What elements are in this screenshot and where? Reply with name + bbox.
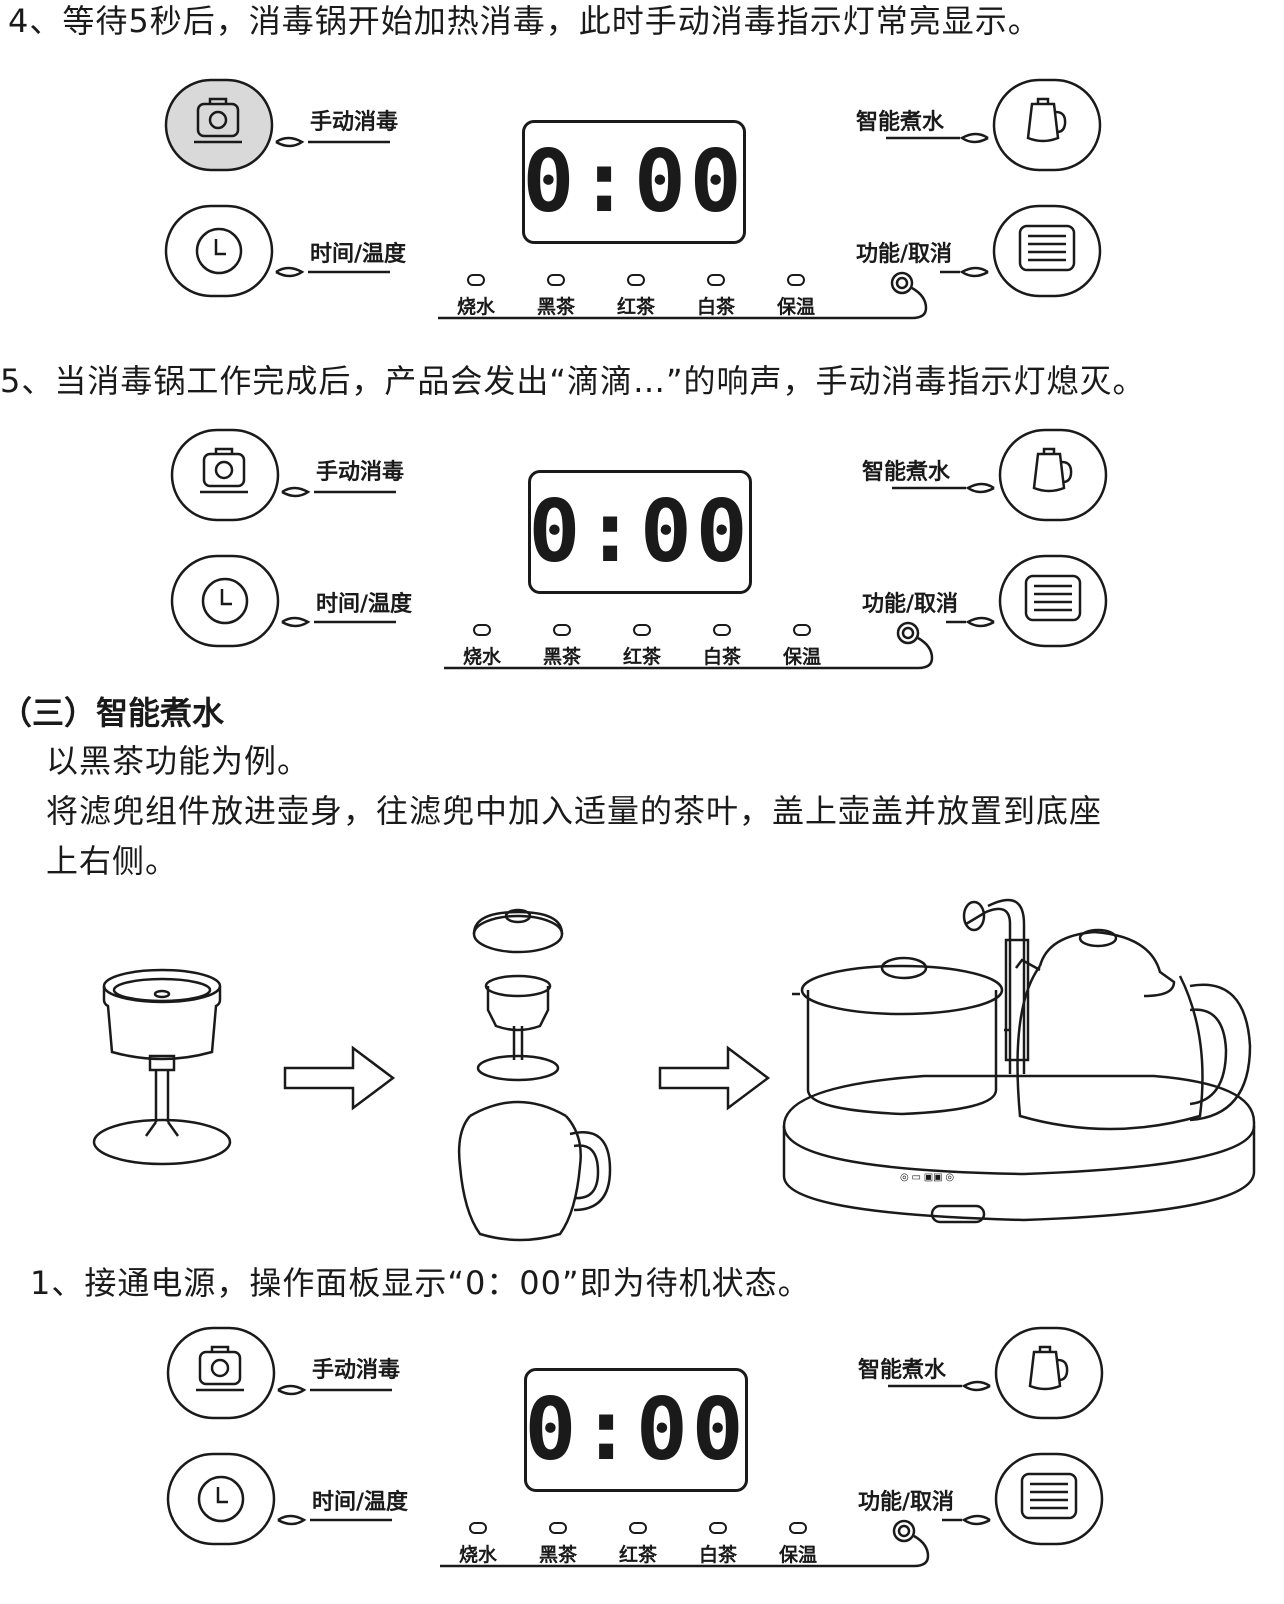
- para-instruction-cont: 上右侧。: [46, 842, 179, 880]
- para-example: 以黑茶功能为例。: [46, 742, 311, 780]
- mode-led: [789, 1522, 807, 1534]
- mode-led: [793, 624, 811, 636]
- func-cancel-label: 功能/取消: [862, 592, 959, 617]
- boil-label: 智能煮水: [856, 110, 945, 135]
- mode-black-tea: 黑茶: [532, 624, 592, 669]
- mode-led: [633, 624, 651, 636]
- disinfect-label: 手动消毒: [312, 1358, 401, 1383]
- mode-led: [629, 1522, 647, 1534]
- mode-led: [469, 1522, 487, 1534]
- func-cancel-label: 功能/取消: [858, 1490, 955, 1515]
- mode-white-tea: 白茶: [692, 624, 752, 669]
- appliance-base: ◎ ▭ ▣▣ ◎: [782, 898, 1256, 1224]
- arrow-right-icon: [658, 1045, 771, 1111]
- arrow-right-icon: [283, 1045, 396, 1111]
- mode-led: [713, 624, 731, 636]
- mode-white-tea: 白茶: [688, 1522, 748, 1567]
- mode-white-tea: 白茶: [686, 274, 746, 319]
- func-cancel-label: 功能/取消: [856, 242, 953, 267]
- control-panel-2: 手动消毒 时间/温度 智能煮水 功能/取消 0:00 烧水 黑茶 红茶 白茶 保…: [166, 426, 1126, 686]
- time-temp-label: 时间/温度: [316, 592, 413, 617]
- control-panel-3: 手动消毒 时间/温度 智能煮水 功能/取消 0:00 烧水 黑茶 红茶 白茶 保…: [162, 1324, 1122, 1584]
- mode-led: [549, 1522, 567, 1534]
- time-display: 0:00: [528, 470, 752, 594]
- func-cancel-button: [992, 204, 1102, 298]
- step5-text: 5、当消毒锅工作完成后，产品会发出“滴滴…”的响声，手动消毒指示灯熄灭。: [0, 362, 1146, 400]
- mode-red-tea: 红茶: [606, 274, 666, 319]
- mode-led: [473, 624, 491, 636]
- mode-led: [547, 274, 565, 286]
- control-panel-1: 手动消毒 时间/温度 智能煮水 功能/取消 0:00 烧水 黑茶 红茶 白茶 保…: [160, 76, 1120, 336]
- mode-red-tea: 红茶: [608, 1522, 668, 1567]
- step4-text: 4、等待5秒后，消毒锅开始加热消毒，此时手动消毒指示灯常亮显示。: [8, 2, 1041, 40]
- exploded-kettle: [457, 908, 612, 1242]
- mode-led: [627, 274, 645, 286]
- filter-assembly: [92, 968, 232, 1166]
- assembly-illustration: ◎ ▭ ▣▣ ◎: [0, 890, 1284, 1260]
- mode-led: [707, 274, 725, 286]
- mode-boil: 烧水: [452, 624, 512, 669]
- svg-text:◎ ▭ ▣▣ ◎: ◎ ▭ ▣▣ ◎: [900, 1172, 954, 1183]
- disinfect-label: 手动消毒: [316, 460, 405, 485]
- mode-boil: 烧水: [446, 274, 506, 319]
- mode-keep-warm: 保温: [766, 274, 826, 319]
- disinfect-button: [164, 78, 274, 172]
- time-display: 0:00: [524, 1368, 748, 1492]
- mode-led: [709, 1522, 727, 1534]
- mode-keep-warm: 保温: [768, 1522, 828, 1567]
- section-heading: （三）智能煮水: [0, 694, 225, 732]
- mode-led: [787, 274, 805, 286]
- mode-boil: 烧水: [448, 1522, 508, 1567]
- time-temp-label: 时间/温度: [312, 1490, 409, 1515]
- time-temp-button: [164, 204, 274, 298]
- para-instruction: 将滤兜组件放进壶身，往滤兜中加入适量的茶叶，盖上壶盖并放置到底座: [46, 792, 1103, 830]
- mode-led: [467, 274, 485, 286]
- mode-led: [553, 624, 571, 636]
- time-temp-label: 时间/温度: [310, 242, 407, 267]
- mode-red-tea: 红茶: [612, 624, 672, 669]
- mode-black-tea: 黑茶: [526, 274, 586, 319]
- mode-keep-warm: 保温: [772, 624, 832, 669]
- time-display: 0:00: [522, 120, 746, 244]
- boil-label: 智能煮水: [858, 1358, 947, 1383]
- mode-black-tea: 黑茶: [528, 1522, 588, 1567]
- disinfect-label: 手动消毒: [310, 110, 399, 135]
- boil-label: 智能煮水: [862, 460, 951, 485]
- boil-button: [992, 78, 1102, 172]
- step1-text: 1、接通电源，操作面板显示“0：00”即为待机状态。: [30, 1264, 811, 1302]
